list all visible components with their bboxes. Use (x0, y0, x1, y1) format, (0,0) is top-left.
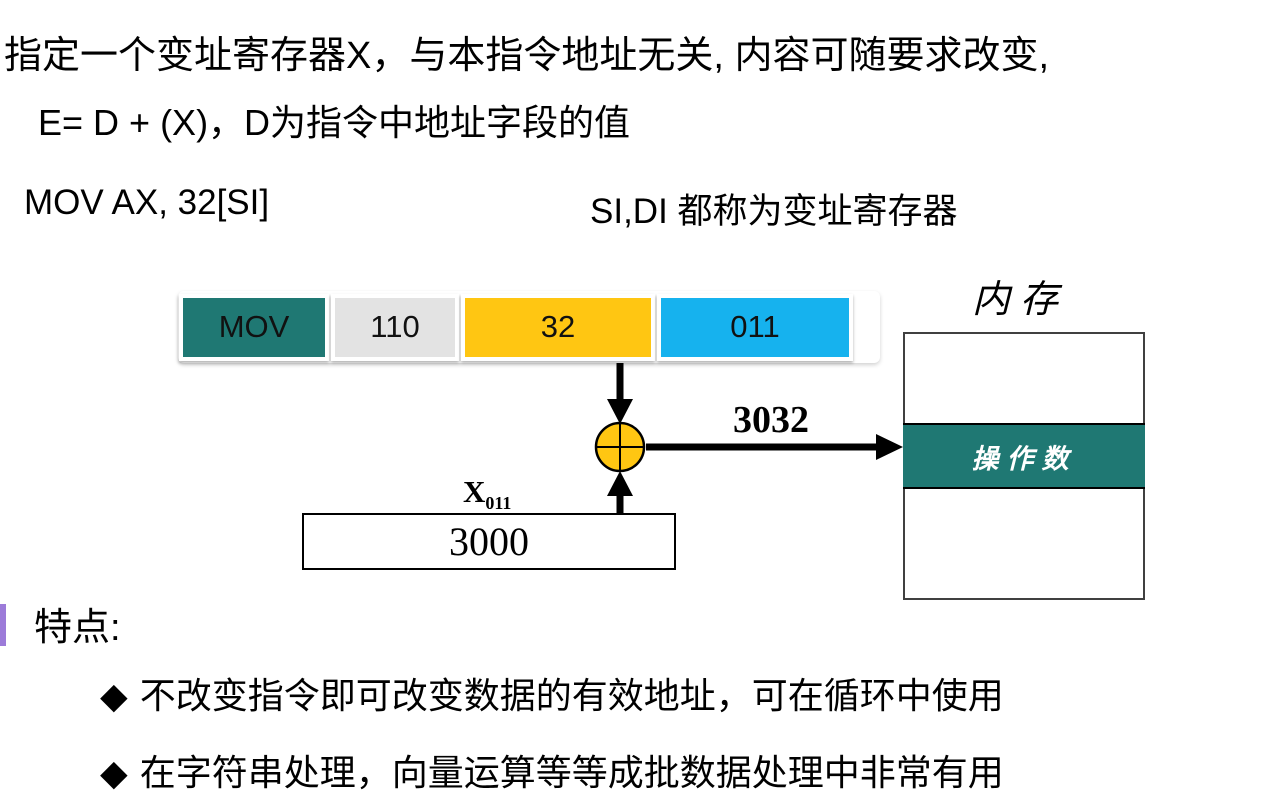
register-to-adder-arrow (607, 471, 633, 513)
effective-address-value: 3032 (733, 399, 809, 441)
feature-item-1: ◆ 不改变指令即可改变数据的有效地址，可在循环中使用 (100, 667, 1004, 719)
memory-label: 内存 (972, 279, 1069, 321)
instruction-field-register: 011 (657, 293, 853, 361)
index-register-value: 3000 (449, 519, 529, 564)
instruction-word-row: MOV 110 32 011 (178, 291, 880, 363)
operand-cell: 操作数 (903, 423, 1145, 489)
displacement-to-adder-arrow (607, 363, 633, 424)
index-register-subscript: 011 (485, 493, 512, 514)
feature-item-2-text: 在字符串处理，向量运算等等成批数据处理中非常有用 (139, 752, 1004, 793)
mode-label: 110 (370, 309, 420, 344)
operand-label: 操作数 (971, 443, 1077, 474)
diamond-bullet-icon: ◆ (100, 752, 128, 793)
register-label: 011 (730, 309, 780, 344)
feature-item-2: ◆ 在字符串处理，向量运算等等成批数据处理中非常有用 (100, 744, 1004, 796)
example-instruction: MOV AX, 32[SI] (24, 183, 270, 222)
instruction-field-mode: 110 (331, 293, 459, 361)
feature-item-1-text: 不改变指令即可改变数据的有效地址，可在循环中使用 (139, 675, 1004, 716)
title-bullet-bar (0, 604, 6, 646)
heading-line-1: 指定一个变址寄存器X，与本指令地址无关, 内容可随要求改变, (4, 35, 1050, 77)
memory-box: 操作数 (903, 332, 1145, 600)
instruction-field-displacement: 32 (461, 293, 655, 361)
effective-address-formula: E= D + (X)，D为指令中地址字段的值 (38, 102, 631, 143)
instruction-field-opcode: MOV (179, 293, 329, 361)
index-register-note: SI,DI 都称为变址寄存器 (590, 192, 958, 231)
index-register-name: X011 (463, 474, 512, 514)
opcode-label: MOV (218, 309, 290, 344)
index-register-box: 3000 (302, 513, 676, 570)
diamond-bullet-icon: ◆ (100, 675, 128, 716)
displacement-label: 32 (540, 309, 576, 344)
adder-icon (594, 421, 646, 473)
features-title: 特点: (34, 607, 121, 649)
